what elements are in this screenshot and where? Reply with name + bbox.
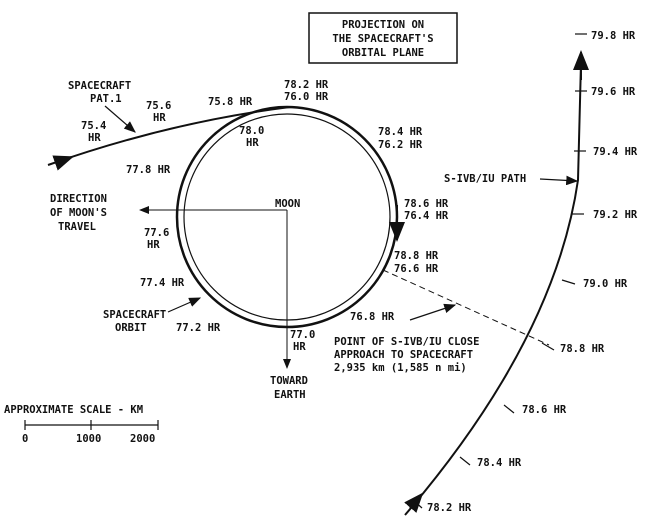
spacecraft-path-label: SPACECRAFT [68,80,131,92]
time-label: 77.6 [144,227,169,239]
moon-label: MOON [275,198,300,210]
time-label: 76.6 HR [394,263,439,275]
time-label: 75.4 [81,120,106,132]
toward-earth-label: EARTH [274,389,306,401]
scale-tick: 0 [22,433,28,445]
time-label: HR [147,239,160,251]
time-label: 77.2 HR [176,322,221,334]
time-label: HR [153,112,166,124]
time-label: 77.4 HR [140,277,185,289]
spacecraft-path-label: PAT.1 [90,93,122,105]
leader-line [104,105,136,133]
direction-label: DIRECTION [50,193,107,205]
sivb-tick-marks [412,33,587,509]
title-box [308,12,458,64]
close-approach-label: POINT OF S-IVB/IU CLOSE [334,336,479,348]
close-approach-label: 2,935 km (1,585 n mi) [334,362,467,374]
time-label: 75.6 [146,100,171,112]
time-label: 75.8 HR [208,96,253,108]
time-label: 76.2 HR [378,139,423,151]
spacecraft-orbit-label: SPACECRAFT [103,309,166,321]
title-line: PROJECTION ON [342,19,424,31]
time-label: 78.6 HR [522,404,567,416]
time-label: 78.2 HR [284,79,329,91]
sivb-path [404,61,582,516]
time-label: 79.4 HR [593,146,638,158]
scale-tick: 2000 [130,433,155,445]
time-label: 77.0 [290,329,315,341]
time-label: 78.6 HR [404,198,449,210]
close-approach-line [382,269,550,346]
sivb-path-arrow-start [404,492,424,513]
time-label: 78.4 HR [477,457,522,469]
time-label: 78.8 HR [394,250,439,262]
time-label: 77.8 HR [126,164,171,176]
title-line: THE SPACECRAFT'S [332,33,433,45]
spacecraft-path [47,106,291,166]
time-label: HR [293,341,306,353]
time-label: 76.4 HR [404,210,449,222]
time-label: HR [246,137,259,149]
time-label: 78.4 HR [378,126,423,138]
title-line: ORBITAL PLANE [342,47,424,59]
time-label: 79.2 HR [593,209,638,221]
time-label: 79.0 HR [583,278,628,290]
time-label: HR [88,132,101,144]
time-label: 79.6 HR [591,86,636,98]
direction-label: TRAVEL [58,221,96,233]
scale-tick: 1000 [76,433,101,445]
leader-line [167,297,202,313]
scale-bar [24,420,159,430]
time-label: 78.0 [239,125,264,137]
direction-label: OF MOON'S [50,207,107,219]
time-label: 76.0 HR [284,91,329,103]
toward-earth-label: TOWARD [270,375,308,387]
spacecraft-orbit-label: ORBIT [115,322,147,334]
leader-line [409,303,457,321]
spacecraft-path-arrow [52,155,74,171]
time-label: 78.2 HR [427,502,472,514]
time-label: 78.8 HR [560,343,605,355]
scale-title: APPROXIMATE SCALE - KM [4,404,143,416]
time-label: 76.8 HR [350,311,395,323]
time-label: 79.8 HR [591,30,636,42]
sivb-path-label: S-IVB/IU PATH [444,173,526,185]
leader-line [539,175,579,186]
close-approach-label: APPROACH TO SPACECRAFT [334,349,473,361]
